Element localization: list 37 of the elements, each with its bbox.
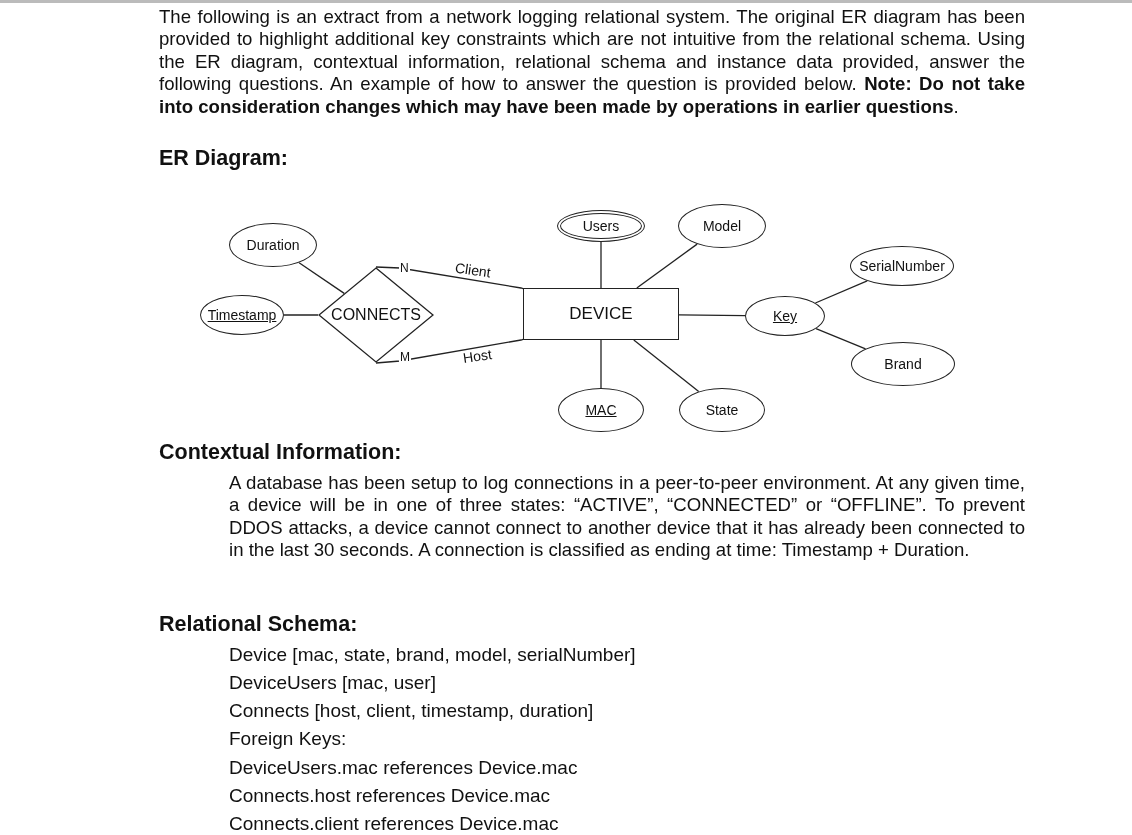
attribute-ellipse: Brand [851,342,955,386]
section-heading: ER Diagram: [159,146,289,171]
connector-line [375,266,524,290]
connector-line [814,280,868,304]
schema-line: Device [mac, state, brand, model, serialNumber] [229,644,636,666]
connector-line [298,262,345,295]
connector-line [815,327,867,350]
schema-line: Connects.host references Device.mac [229,785,551,807]
edge-label: Host [462,346,493,366]
entity-rectangle: DEVICE [523,288,679,340]
paragraph: The following is an extract from a network logging relational system. The original ER diagram has been provided to highlight additional key constraints which are not intuitive from the relational schema. Using the ER diagram, contextual information, relational schema and instance data provided, answer the following questions. An example of how to answer the question is provided below. Note: Do not take into consideration changes which may have been made by operations in earlier questions. [159,6,1025,119]
schema-line: Foreign Keys: [229,728,347,750]
attribute-ellipse: SerialNumber [850,246,954,286]
attribute-ellipse: Duration [229,223,317,267]
edge-label: Client [454,259,492,281]
connector-line [633,339,700,393]
schema-line: Connects.client references Device.mac [229,813,559,835]
cardinality-label: N [399,262,410,274]
schema-line: Connects [host, client, timestamp, duration] [229,700,594,722]
paragraph: A database has been setup to log connections in a peer-to-peer environment. At any given time, a device will be in one of three states: “ACTIVE”, “CONNECTED” or “OFFLINE”. To prevent DDOS attacks, a device cannot connect to another device that it has already been connected to in the last 30 seconds. A connection is classified as ending at time: Timestamp + Duration. [229,472,1025,562]
attribute-ellipse: Key [745,296,825,336]
schema-line: DeviceUsers [mac, user] [229,672,436,694]
attribute-ellipse: Timestamp [200,295,284,335]
connector-line [375,338,524,364]
multivalued-attribute-ellipse: Users [557,210,645,242]
connector-line [600,339,602,389]
attribute-ellipse: MAC [558,388,644,432]
section-heading: Relational Schema: [159,612,358,637]
attribute-ellipse: State [679,388,765,432]
attribute-ellipse: Model [678,204,766,248]
connector-line [600,241,602,289]
connector-line [283,314,319,316]
schema-line: DeviceUsers.mac references Device.mac [229,757,578,779]
connector-line [678,314,746,317]
cardinality-label: M [399,351,411,363]
connector-line [636,243,698,289]
section-heading: Contextual Information: [159,440,402,465]
